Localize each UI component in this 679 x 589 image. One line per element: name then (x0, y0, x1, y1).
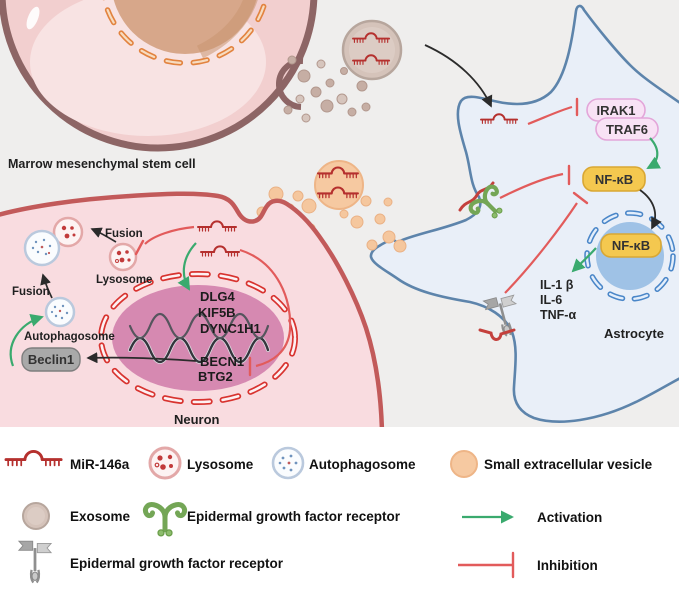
astrocyte-label: Astrocyte (604, 326, 664, 341)
legend-autophagosome-label: Autophagosome (309, 457, 416, 472)
irak1-label: IRAK1 (596, 103, 635, 118)
inhibition-arrow-icon (458, 551, 515, 579)
fusion-arrow-lysosome (90, 227, 117, 243)
beclin1-label: Beclin1 (28, 352, 74, 367)
neuron-nucleus: DLG4 KIF5B DYNC1H1 BECN1 BTG2 (98, 271, 298, 405)
msc-label: Marrow mesenchymal stem cell (8, 157, 196, 171)
msc-cell (0, 0, 332, 152)
mir-bound-strand (478, 328, 516, 341)
inhibition-tbar-nfkb-bottom (572, 191, 589, 205)
lysosome-label: Lysosome (96, 274, 152, 286)
legend: MiR-146a Lysosome Autophagosome Small ex… (4, 446, 653, 584)
inhibition-mir-to-irak1 (527, 105, 573, 126)
autophagolysosome (23, 216, 84, 267)
legend-mir146a-label: MiR-146a (70, 457, 130, 472)
fusion-arrow-autophagosome (40, 273, 53, 299)
inhibition-mir-to-lysosome (144, 225, 195, 245)
neuron-cell: DLG4 KIF5B DYNC1H1 BECN1 BTG2 (0, 191, 385, 427)
activation-nucleus-to-cytokines (571, 247, 597, 273)
cytokine-tnfa: TNF-α (540, 308, 576, 322)
small-ev-vesicle (314, 160, 364, 210)
irak1-box: IRAK1 (586, 98, 646, 122)
nfkb-translocation-arrow (639, 189, 662, 230)
msc-highlight (26, 6, 40, 30)
legend-small-ev-label: Small extracellular vesicle (484, 457, 653, 472)
traf6-box: TRAF6 (595, 117, 659, 141)
lysosome-icon (148, 446, 182, 480)
fusion-top-label: Fusion (105, 228, 143, 240)
gene-kif5b: KIF5B (198, 305, 236, 320)
cytokine-il1b: IL-1 β (540, 278, 574, 292)
legend-egfr-green-label: Epidermal growth factor receptor (187, 509, 401, 524)
autophagosome-icon (44, 296, 76, 328)
neuron-label: Neuron (174, 412, 220, 427)
gene-dync1h1: DYNC1H1 (200, 321, 261, 336)
autophagosome-label: Autophagosome (24, 331, 115, 343)
exosome-icon (22, 502, 50, 530)
small-ev-icon (450, 450, 478, 478)
inhibition-tbar-lysosome (134, 239, 145, 256)
legend-exosome-label: Exosome (70, 509, 131, 524)
nfkb-nucleus-label: NF-κB (612, 238, 650, 253)
autophagosome-icon (271, 446, 305, 480)
lysosome-icon (108, 242, 138, 272)
inhibition-mir-to-becn1 (239, 248, 292, 368)
gene-dlg4: DLG4 (200, 289, 235, 304)
legend-activation-label: Activation (537, 510, 602, 525)
msc-nucleus (101, 0, 269, 66)
beclin1-box: Beclin1 (21, 347, 81, 372)
exosome-to-astrocyte-arrow (424, 44, 493, 108)
inhibition-egfr-green-to-nfkb (499, 172, 564, 199)
exosome-particles (283, 55, 371, 123)
activation-beclin1-to-autophagosome (9, 313, 44, 367)
inhibition-egfr-gray-to-nfkb (504, 202, 578, 294)
activation-traf6-to-nfkb (646, 137, 662, 169)
traf6-label: TRAF6 (606, 122, 648, 137)
dna-helix-icon (128, 312, 270, 364)
nfkb-cytoplasm-box: NF-κB (582, 166, 646, 192)
legend-egfr-gray-label: Epidermal growth factor receptor (70, 556, 284, 571)
cytokine-il6: IL-6 (540, 293, 562, 307)
legend-inhibition-label: Inhibition (537, 558, 598, 573)
exosome-vesicle (341, 19, 403, 81)
gene-becn1: BECN1 (200, 354, 244, 369)
becn1-to-beclin1-arrow (86, 352, 197, 364)
legend-background (0, 427, 679, 589)
legend-lysosome-label: Lysosome (187, 457, 254, 472)
gene-btg2: BTG2 (198, 369, 233, 384)
activation-mir-to-genes (177, 242, 197, 291)
nfkb-nucleus-box: NF-κB (600, 233, 662, 258)
fusion-left-label: Fusion (12, 286, 50, 298)
nfkb-cytoplasm-label: NF-κB (595, 172, 633, 187)
